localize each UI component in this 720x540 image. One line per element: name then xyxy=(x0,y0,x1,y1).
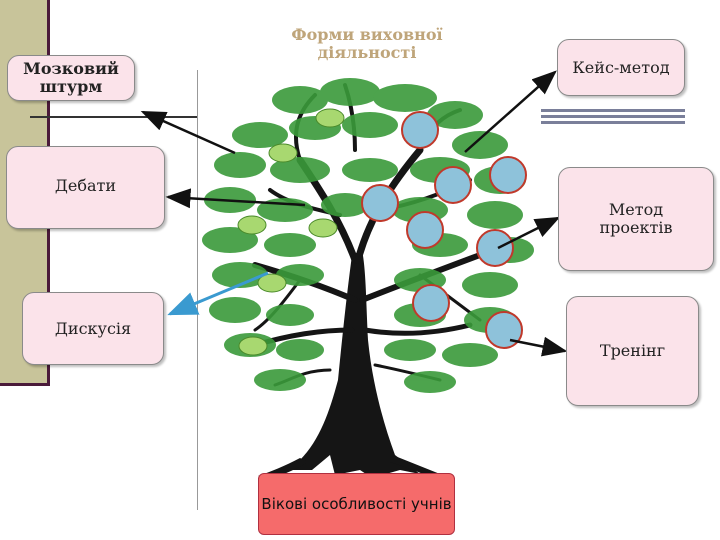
side-bar-foot xyxy=(0,383,48,386)
arrow-to-debates xyxy=(165,188,306,209)
arrow-to-brainstorm xyxy=(140,110,236,155)
box-project-method: Метод проектів xyxy=(558,167,714,271)
decorative-stripes xyxy=(540,109,685,127)
arrow-to-training xyxy=(509,336,568,357)
blue-circles xyxy=(361,111,527,349)
box-brainstorm: Мозковий штурм xyxy=(7,55,135,101)
diagram-title: Форми виховної діяльності xyxy=(291,25,443,63)
leaf-clusters xyxy=(237,108,345,356)
box-debates: Дебати xyxy=(6,146,165,229)
horizontal-rule xyxy=(30,116,200,118)
arrow-to-project-method xyxy=(497,216,561,250)
box-age-features: Вікові особливості учнів xyxy=(258,473,455,535)
box-case-method: Кейс-метод xyxy=(557,39,685,96)
arrows xyxy=(140,70,568,357)
box-discussion: Дискусія xyxy=(22,292,164,365)
arrow-to-case-method xyxy=(464,70,557,153)
box-training: Тренінг xyxy=(566,296,699,406)
arrow-to-discussion xyxy=(167,271,269,316)
